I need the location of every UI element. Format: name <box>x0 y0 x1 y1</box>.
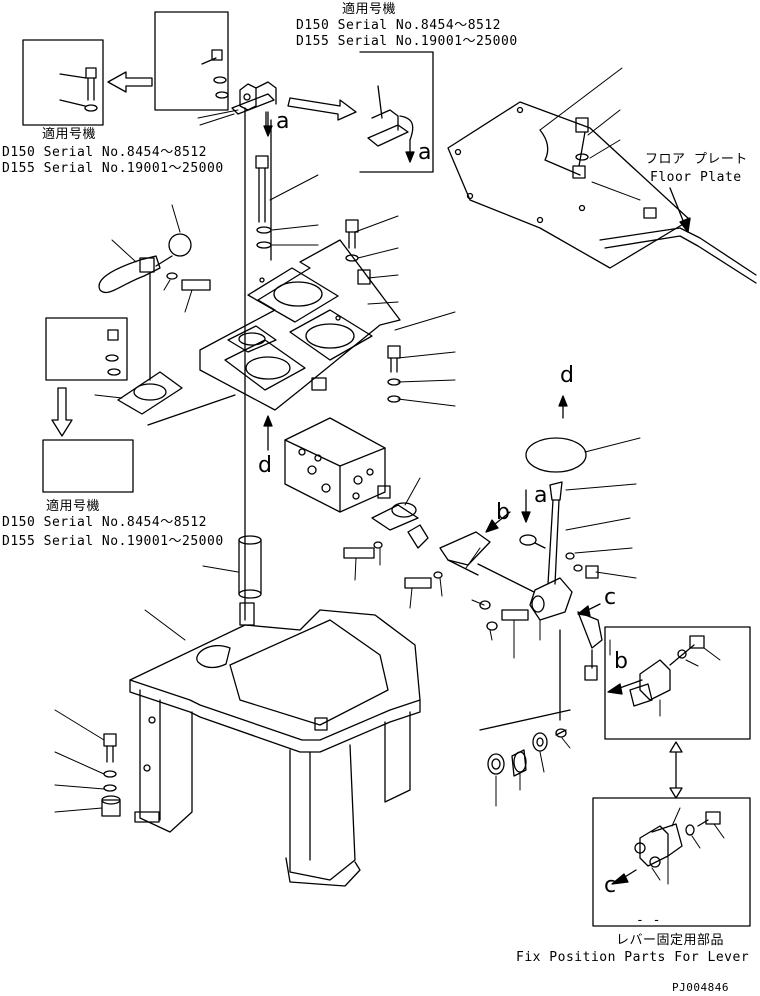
serial-left-title: 適用号機 <box>42 127 97 142</box>
arrow-label-c1: c <box>604 585 617 610</box>
bushing-parts <box>487 728 567 777</box>
serial-left-line1: D150 Serial No.8454～8512 <box>2 145 208 160</box>
arrow-label-a3: a <box>534 483 548 508</box>
inset-box-lower-left <box>42 439 134 493</box>
plate-bolts <box>345 219 401 403</box>
arrow-label-c2: c <box>604 873 617 898</box>
control-lever <box>98 233 211 381</box>
small-flange <box>105 329 236 426</box>
floor-plate-en: Floor Plate <box>650 170 742 185</box>
arrow-label-b1: b <box>496 500 511 525</box>
pipe-section <box>238 535 262 626</box>
linkage-parts <box>343 502 546 589</box>
floor-plate-jp: フロア プレート <box>645 152 748 167</box>
serial-mid-title: 適用号機 <box>46 499 101 514</box>
inset-box-mid-left <box>45 317 128 381</box>
inset-box-fix-parts <box>592 797 751 927</box>
arrow-label-a2: a <box>418 140 432 165</box>
inset-pin-b <box>629 635 705 707</box>
valve-block <box>284 417 391 513</box>
arrow-label-a1: a <box>276 109 290 134</box>
inset-box-top-right <box>359 51 434 173</box>
serial-mid-line1: D150 Serial No.8454～8512 <box>2 515 208 530</box>
drawing-code: PJ004846 <box>672 981 729 994</box>
inset-top-right-hinge <box>367 85 414 147</box>
inset-top-left-bolt <box>59 67 98 112</box>
fix-parts-jp: レバー固定用部品 <box>616 933 725 948</box>
arrow-label-b2: b <box>614 649 629 674</box>
long-bolt <box>244 107 272 621</box>
inset-box-pin-b <box>604 626 751 740</box>
main-lever-right <box>477 437 603 731</box>
serial-top-line2: D155 Serial No.19001～25000 <box>296 34 518 49</box>
hinge-bracket <box>201 49 277 131</box>
serial-top-title: 適用号機 <box>342 2 397 17</box>
frame-bolts <box>101 733 121 817</box>
valve-mounting-plate <box>199 239 401 411</box>
leader-lines <box>54 67 725 885</box>
inset-fix-parts <box>634 811 721 868</box>
inset-frames <box>22 11 751 927</box>
inset-dash: - - <box>636 913 661 928</box>
inset-box-top-left <box>22 39 104 126</box>
arrow-label-d1: d <box>258 453 273 478</box>
floor-plate-drawing <box>447 101 757 284</box>
inset-box-top-hinge <box>154 11 229 111</box>
fix-parts-en: Fix Position Parts For Lever <box>516 950 750 965</box>
main-frame-stand <box>129 609 421 887</box>
serial-mid-line2: D155 Serial No.19001～25000 <box>2 534 224 549</box>
direction-arrows <box>51 71 691 885</box>
arrow-label-d2: d <box>560 363 575 388</box>
serial-top-line1: D150 Serial No.8454～8512 <box>296 18 502 33</box>
serial-left-line2: D155 Serial No.19001～25000 <box>2 161 224 176</box>
